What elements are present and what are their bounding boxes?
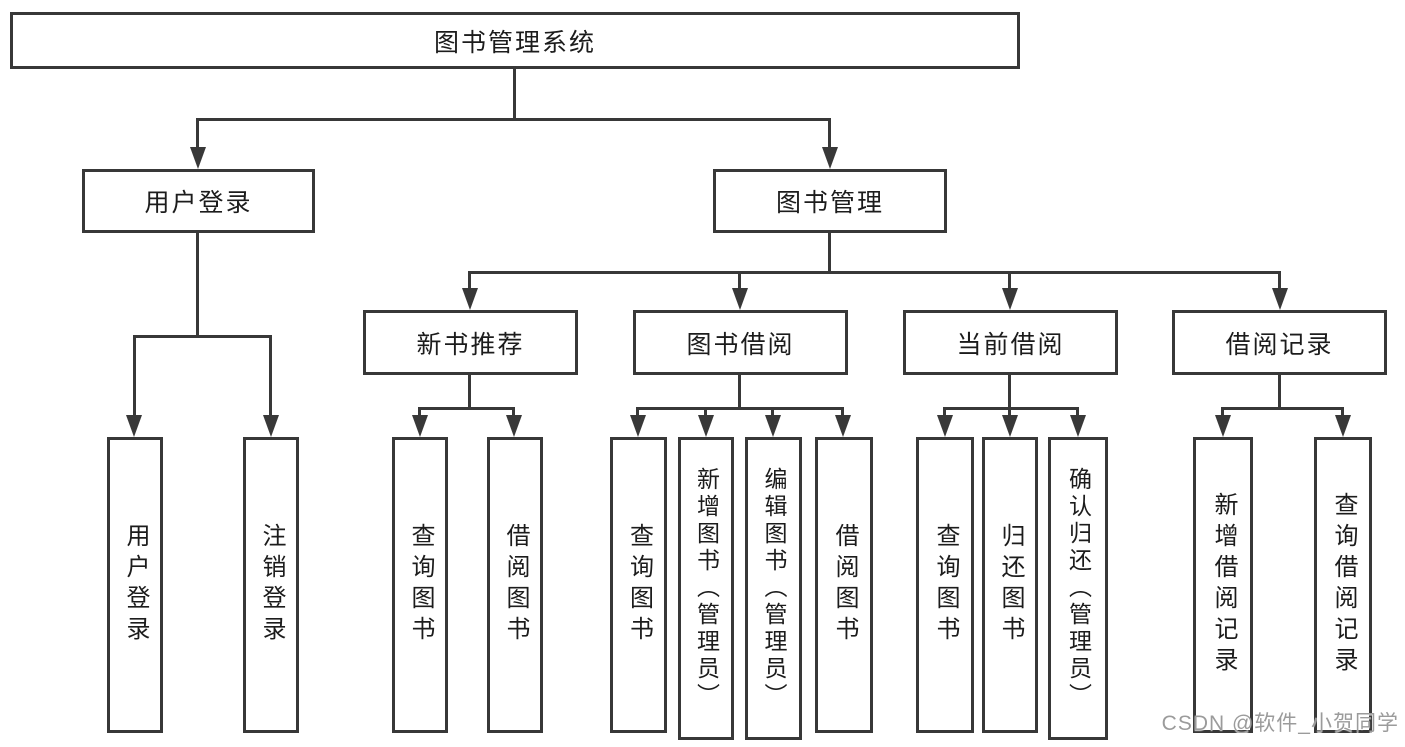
node-user-login: 用户登录 — [82, 169, 315, 233]
connector-bookmgmt-vline — [828, 233, 831, 273]
connector-bb-add-stub — [704, 407, 707, 419]
arrow-down-icon — [412, 415, 428, 437]
connector-borrowrecords-stub — [1278, 271, 1281, 292]
connector-bookborrow-vline — [738, 375, 741, 409]
connector-level3-hline — [468, 271, 1281, 274]
connector-bookborrow-hline — [637, 407, 844, 410]
arrow-down-icon — [698, 415, 714, 437]
connector-leaf-logout-stub — [269, 335, 272, 419]
arrow-down-icon — [1215, 415, 1231, 437]
connector-currentborrow-hline — [944, 407, 1079, 410]
leaf-records-add-label: 新增借阅记录 — [1210, 492, 1237, 678]
leaf-current-query: 查询图书 — [916, 437, 974, 733]
connector-br-add-stub — [1221, 407, 1224, 419]
connector-cb-query-stub — [943, 407, 946, 419]
arrow-down-icon — [1335, 415, 1351, 437]
csdn-watermark: CSDN @软件_小贺同学 — [1161, 712, 1399, 735]
leaf-current-confirm-admin-label: 确认归还（管理员） — [1065, 467, 1092, 710]
connector-newbookrec-hline — [419, 407, 515, 410]
arrow-down-icon — [462, 288, 478, 310]
leaf-borrow-borrow: 借阅图书 — [815, 437, 873, 733]
node-book-management-label: 图书管理 — [775, 189, 884, 217]
arrow-down-icon — [1002, 415, 1018, 437]
connector-cb-confirm-stub — [1076, 407, 1079, 419]
connector-br-query-stub — [1341, 407, 1344, 419]
leaf-newbook-query: 查询图书 — [392, 437, 448, 733]
connector-level2-hline — [197, 118, 831, 121]
connector-currentborrow-stub — [1008, 271, 1011, 292]
leaf-user-login: 用户登录 — [107, 437, 163, 733]
node-book-management: 图书管理 — [713, 169, 947, 233]
connector-bookmgmt-stub — [828, 118, 831, 151]
leaf-current-return-label: 归还图书 — [997, 523, 1024, 647]
connector-borrowrecords-vline — [1278, 375, 1281, 409]
leaf-borrow-query-label: 查询图书 — [625, 523, 653, 647]
connector-userlogin-hline — [133, 335, 272, 338]
arrow-down-icon — [765, 415, 781, 437]
node-current-borrow: 当前借阅 — [903, 310, 1118, 375]
arrow-down-icon — [1272, 288, 1288, 310]
leaf-user-login-label: 用户登录 — [122, 523, 149, 647]
connector-borrowrecords-hline — [1222, 407, 1343, 410]
leaf-borrow-add-admin: 新增图书（管理员） — [678, 437, 734, 740]
node-book-borrow-label: 图书借阅 — [686, 330, 795, 359]
node-current-borrow-label: 当前借阅 — [956, 330, 1065, 359]
node-borrow-records-label: 借阅记录 — [1225, 330, 1334, 359]
arrow-down-icon — [835, 415, 851, 437]
node-root-label: 图书管理系统 — [433, 28, 596, 57]
leaf-newbook-query-label: 查询图书 — [407, 523, 434, 647]
leaf-borrow-borrow-label: 借阅图书 — [831, 523, 858, 647]
leaf-logout: 注销登录 — [243, 437, 299, 733]
connector-userlogin-vline — [196, 233, 199, 337]
connector-newbookrec-stub — [468, 271, 471, 292]
leaf-current-confirm-admin: 确认归还（管理员） — [1048, 437, 1108, 740]
leaf-borrow-edit-admin: 编辑图书（管理员） — [745, 437, 802, 740]
connector-leaf-userlogin-stub — [133, 335, 136, 419]
leaf-logout-label: 注销登录 — [258, 523, 285, 647]
arrow-down-icon — [630, 415, 646, 437]
arrow-down-icon — [732, 288, 748, 310]
leaf-newbook-borrow: 借阅图书 — [487, 437, 543, 733]
leaf-borrow-add-admin-label: 新增图书（管理员） — [693, 467, 720, 710]
leaf-borrow-query: 查询图书 — [610, 437, 667, 733]
connector-userlogin-stub — [196, 118, 199, 151]
connector-nb-query-stub — [418, 407, 421, 419]
node-new-book-recommend-label: 新书推荐 — [416, 330, 525, 359]
node-book-borrow: 图书借阅 — [633, 310, 848, 375]
arrow-down-icon — [506, 415, 522, 437]
connector-bookborrow-stub — [738, 271, 741, 292]
leaf-newbook-borrow-label: 借阅图书 — [502, 523, 529, 647]
leaf-current-return: 归还图书 — [982, 437, 1038, 733]
node-user-login-label: 用户登录 — [144, 189, 253, 217]
node-new-book-recommend: 新书推荐 — [363, 310, 578, 375]
leaf-current-query-label: 查询图书 — [932, 523, 959, 647]
connector-bb-edit-stub — [771, 407, 774, 419]
connector-bb-query-stub — [636, 407, 639, 419]
leaf-records-add: 新增借阅记录 — [1193, 437, 1253, 733]
connector-currentborrow-vline — [1008, 375, 1011, 409]
arrow-down-icon — [822, 147, 838, 169]
node-borrow-records: 借阅记录 — [1172, 310, 1387, 375]
leaf-records-query: 查询借阅记录 — [1314, 437, 1372, 733]
connector-bb-borrow-stub — [841, 407, 844, 419]
leaf-borrow-edit-admin-label: 编辑图书（管理员） — [761, 467, 787, 710]
arrow-down-icon — [1002, 288, 1018, 310]
node-root: 图书管理系统 — [10, 12, 1020, 69]
arrow-down-icon — [263, 415, 279, 437]
arrow-down-icon — [190, 147, 206, 169]
connector-nb-borrow-stub — [512, 407, 515, 419]
connector-root-vline — [513, 68, 516, 120]
arrow-down-icon — [937, 415, 953, 437]
connector-newbookrec-vline — [468, 375, 471, 409]
arrow-down-icon — [126, 415, 142, 437]
connector-cb-return-stub — [1008, 407, 1011, 419]
leaf-records-query-label: 查询借阅记录 — [1330, 492, 1357, 678]
arrow-down-icon — [1070, 415, 1086, 437]
